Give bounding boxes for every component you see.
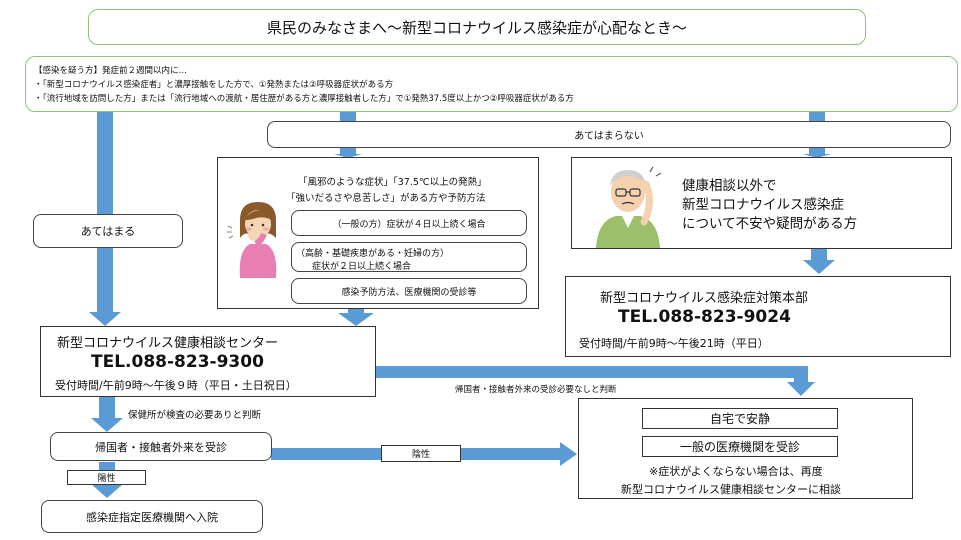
hospitalize-box: 感染症指定医療機関へ入院 [41, 500, 263, 533]
hq-name: 新型コロナウイルス感染症対策本部 [600, 291, 809, 306]
no-need-label: 帰国者・接触者外来の受診必要なしと判断 [455, 385, 617, 395]
home-box: 自宅で安静 一般の医療機関を受診 ※症状がよくならない場合は、再度 新型コロナウ… [578, 398, 913, 499]
home-rest-label: 自宅で安静 [709, 412, 770, 426]
center-phone[interactable]: TEL.088-823-9300 [91, 352, 264, 372]
arrow-center-to-outpatient [91, 397, 123, 432]
criteria-box: 【感染を疑う方】発症前２週間以内に… ・「新型コロナウイルス感染症者」と濃厚接触… [25, 56, 958, 112]
symptoms-heading-1: 「風邪のような症状」「37.5℃以上の発熱」 [298, 177, 487, 188]
not-applicable-label: あてはまらない [574, 131, 644, 142]
positive-label: 陽性 [97, 474, 116, 484]
hq-hours: 受付時間/午前9時～午後21時（平日） [579, 337, 769, 350]
symptoms-heading-2: 「強いだるさや息苦しさ」がある方や予防方法 [286, 193, 486, 204]
positive-box: 陽性 [67, 470, 146, 485]
symptoms-box: 「風邪のような症状」「37.5℃以上の発熱」 「強いだるさや息苦しさ」がある方や… [217, 157, 539, 309]
negative-label: 陰性 [411, 450, 430, 460]
symptom-item-highrisk: （高齢・基礎疾患がある・妊婦の方） 症状が２日以上続く場合 [291, 242, 527, 272]
applicable-label: あてはまる [80, 225, 136, 238]
applicable-box: あてはまる [33, 214, 183, 248]
negative-box: 陰性 [381, 445, 461, 462]
arrow-to-worry [803, 148, 831, 158]
center-box: 新型コロナウイルス健康相談センター TEL.088-823-9300 受付時間/… [40, 326, 376, 397]
symptom-item-highrisk-line-1: （高齢・基礎疾患がある・妊婦の方） [296, 249, 450, 259]
arrow-to-symptoms [334, 148, 362, 158]
worry-line-3: について不安や疑問がある方 [682, 216, 858, 232]
symptom-item-general-label: （一般の方）症状が４日以上続く場合 [332, 219, 486, 230]
arrow-symptoms-to-center [338, 309, 374, 326]
criteria-line-2: ・「新型コロナウイルス感染症者」と濃厚接触をした方で、①発熱または②呼吸器症状が… [34, 80, 394, 90]
outpatient-box: 帰国者・接触者外来を受診 [50, 432, 272, 461]
home-clinic-label: 一般の医療機関を受診 [679, 440, 800, 454]
symptom-item-general: （一般の方）症状が４日以上続く場合 [291, 210, 527, 236]
connector-right [809, 112, 825, 121]
symptom-item-prevention-label: 感染予防方法、医療機関の受診等 [341, 287, 477, 298]
criteria-line-1: 【感染を疑う方】発症前２週間以内に… [34, 66, 188, 76]
worry-line-2: 新型コロナウイルス感染症 [682, 197, 844, 213]
center-name: 新型コロナウイルス健康相談センター [57, 336, 279, 351]
arrow-worry-to-hq [803, 249, 835, 274]
outpatient-label: 帰国者・接触者外来を受診 [95, 440, 227, 454]
hospitalize-label: 感染症指定医療機関へ入院 [86, 510, 218, 524]
home-note-2: 新型コロナウイルス健康相談センターに相談 [621, 483, 841, 496]
criteria-line-3: ・「流行地域を訪問した方」または「流行地域への渡航・居住歴がある方と濃厚接触者し… [34, 94, 574, 104]
worried-man-icon [596, 166, 662, 248]
worry-box: 健康相談以外で 新型コロナウイルス感染症 について不安や疑問がある方 [571, 157, 952, 249]
test-needed-label: 保健所が検査の必要ありと判断 [128, 410, 262, 421]
home-rest-box: 自宅で安静 [642, 408, 838, 429]
symptom-item-highrisk-line-2: 症状が２日以上続く場合 [312, 262, 412, 272]
home-note-1: ※症状がよくならない場合は、再度 [649, 465, 823, 478]
home-clinic-box: 一般の医療機関を受診 [642, 436, 838, 457]
page-title: 県民のみなさまへ～新型コロナウイルス感染症が心配なとき～ [266, 18, 687, 37]
arrow-center-to-home [376, 366, 815, 396]
title-banner: 県民のみなさまへ～新型コロナウイルス感染症が心配なとき～ [88, 9, 866, 45]
worry-line-1: 健康相談以外で [682, 178, 777, 194]
connector-mid [340, 112, 356, 121]
not-applicable-box: あてはまらない [267, 121, 951, 148]
symptom-item-prevention: 感染予防方法、医療機関の受診等 [291, 278, 527, 304]
center-hours: 受付時間/午前9時～午後９時（平日・土日祝日） [55, 379, 297, 392]
hq-box: 新型コロナウイルス感染症対策本部 TEL.088-823-9024 受付時間/午… [565, 276, 951, 357]
arrow-applicable [89, 112, 121, 326]
hq-phone[interactable]: TEL.088-823-9024 [618, 307, 791, 327]
coughing-woman-icon [227, 202, 277, 278]
